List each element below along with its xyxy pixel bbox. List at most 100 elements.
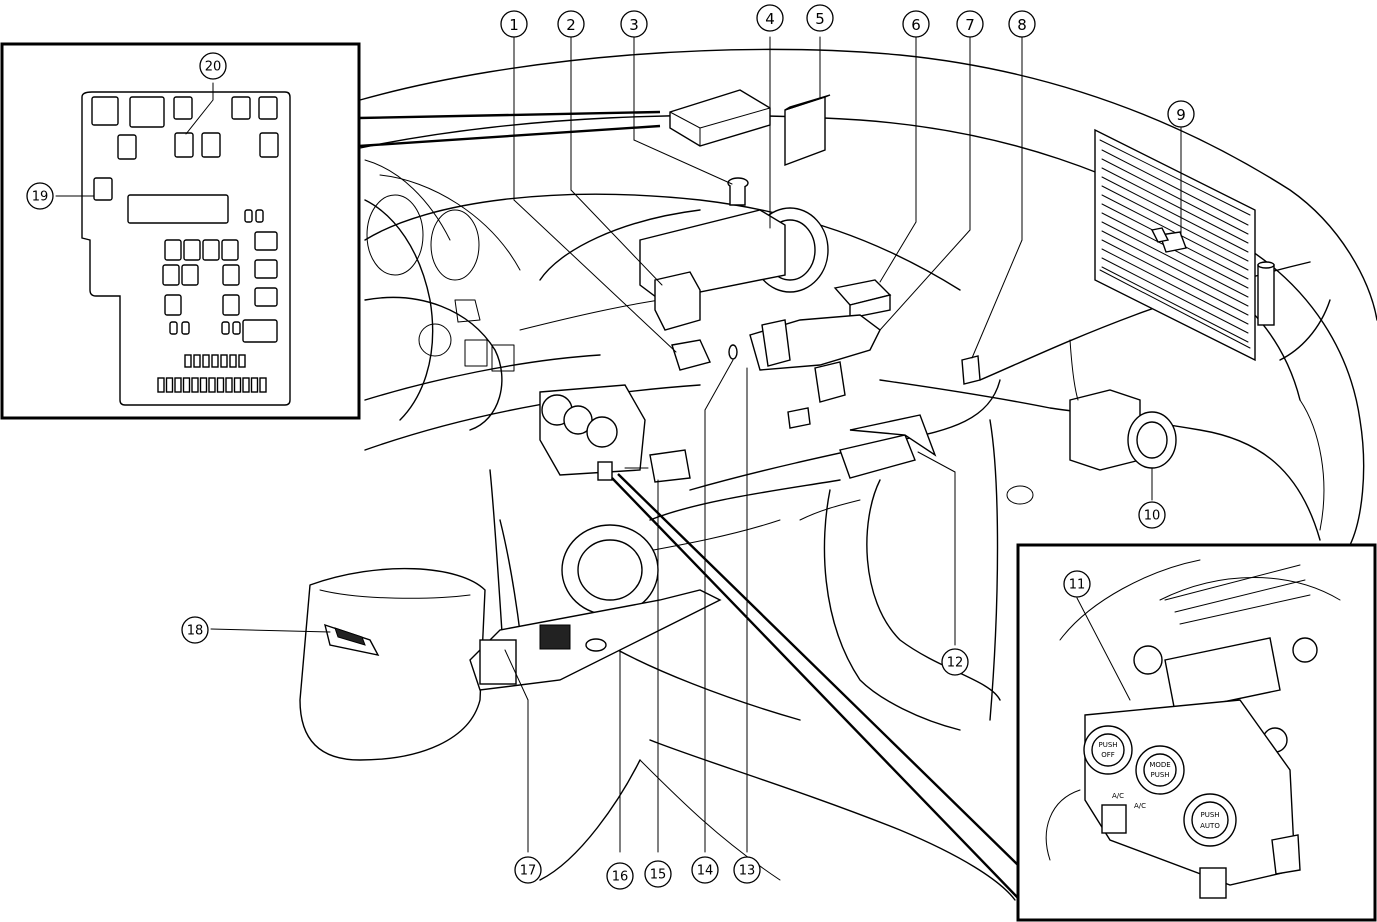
mini-fuse [199, 377, 208, 393]
callout-11: 11 [1063, 570, 1091, 598]
callout-13: 13 [733, 856, 761, 884]
condenser-fin [1101, 266, 1249, 343]
fuse-slot [259, 132, 279, 158]
callout-circle [691, 856, 719, 884]
mini-fuse [184, 354, 192, 368]
callout-circle [902, 10, 930, 38]
fuse-slot [222, 294, 240, 316]
fuse-slot [164, 239, 182, 261]
fuse-slot [93, 177, 113, 201]
mini-fuse [229, 354, 237, 368]
fuse-slot [202, 239, 220, 261]
mini-fuse [182, 377, 191, 393]
mini-fuse [211, 354, 219, 368]
callout-9: 9 [1167, 100, 1195, 128]
component-15-switch [649, 449, 691, 483]
condenser-fin [1101, 149, 1249, 226]
inset-leader-right-b [617, 473, 1019, 866]
fuse-box-cells [91, 96, 279, 393]
callout-7: 7 [956, 10, 984, 38]
fuse-slot [117, 134, 137, 160]
callout-number: 17 [520, 864, 537, 879]
fuse-slot [254, 259, 278, 279]
fuse-slot [162, 264, 180, 286]
fuse-slot [174, 132, 194, 158]
callout-number: 12 [947, 656, 964, 671]
callout-circle [644, 860, 672, 888]
callout-number: 11 [1069, 578, 1086, 593]
fuse-slot [242, 319, 278, 343]
callout-number: 10 [1144, 509, 1161, 524]
knob-center-text-2: PUSH [1150, 771, 1169, 779]
callout-circle [1008, 10, 1036, 38]
fuse-slot [221, 239, 239, 261]
condenser-fin [1101, 221, 1249, 298]
callout-19: 19 [26, 182, 54, 210]
condenser-fin [1101, 239, 1249, 316]
fuse-slot [181, 264, 199, 286]
inset-leader-bottom [358, 124, 661, 148]
climate-control-unit [539, 384, 646, 481]
condenser-fin [1101, 167, 1249, 244]
component-9-switch [1150, 227, 1187, 253]
callout-8: 8 [1008, 10, 1036, 38]
fuse-slot [255, 209, 264, 223]
fuse-slot [129, 96, 165, 128]
knob-left-text-1: PUSH [1098, 741, 1117, 749]
mini-fuse [225, 377, 233, 393]
callout-circle [181, 616, 209, 644]
condenser-fin [1101, 176, 1249, 253]
fuse-slot [183, 239, 201, 261]
component-2-actuator [654, 271, 701, 331]
mini-fuse [157, 377, 165, 393]
fuse-slot [173, 96, 193, 120]
callout-number: 9 [1176, 106, 1186, 124]
callout-circle [557, 10, 585, 38]
callout-number: 7 [965, 16, 975, 34]
condenser-fin [1101, 230, 1249, 307]
mini-fuse [208, 377, 216, 393]
callout-circle [26, 182, 54, 210]
condenser-fin [1101, 185, 1249, 262]
callout-circle [199, 52, 227, 80]
fuse-slot [164, 294, 182, 316]
callout-number: 16 [612, 870, 629, 885]
callout-20: 20 [199, 52, 227, 80]
component-13-connector [761, 319, 791, 367]
component-18-rear-vent [324, 623, 380, 656]
callout-18: 18 [181, 616, 209, 644]
fuse-slot [127, 194, 229, 224]
callout-15: 15 [644, 860, 672, 888]
fuse-slot [181, 321, 190, 335]
callout-number: 3 [629, 16, 639, 34]
callout-number: 19 [32, 190, 49, 205]
callout-number: 2 [566, 16, 576, 34]
condenser-fin [1101, 257, 1249, 334]
callout-4: 4 [756, 4, 784, 32]
component-5-module [784, 94, 831, 167]
callout-circle [500, 10, 528, 38]
fuse-slot [231, 96, 251, 120]
knob-right-text-1: PUSH [1200, 811, 1219, 819]
callout-circle [620, 10, 648, 38]
callout-number: 8 [1017, 16, 1027, 34]
callout-10: 10 [1138, 501, 1166, 529]
component-12-amplifier [839, 414, 937, 479]
mini-fuse [259, 377, 267, 393]
callout-number: 14 [697, 864, 714, 879]
fuse-slot [201, 132, 221, 158]
fuse-slot [232, 321, 241, 335]
leader-lines [55, 36, 1182, 853]
callout-circle [606, 862, 634, 890]
callout-circle [1167, 100, 1195, 128]
component-10-compressor [1069, 339, 1177, 471]
fuse-slot [222, 264, 240, 286]
callout-number: 1 [509, 16, 519, 34]
callout-16: 16 [606, 862, 634, 890]
inset-leader-top [358, 110, 661, 120]
mini-fuse [238, 354, 246, 368]
mini-fuse [242, 377, 250, 393]
component-1-servo [671, 339, 711, 371]
